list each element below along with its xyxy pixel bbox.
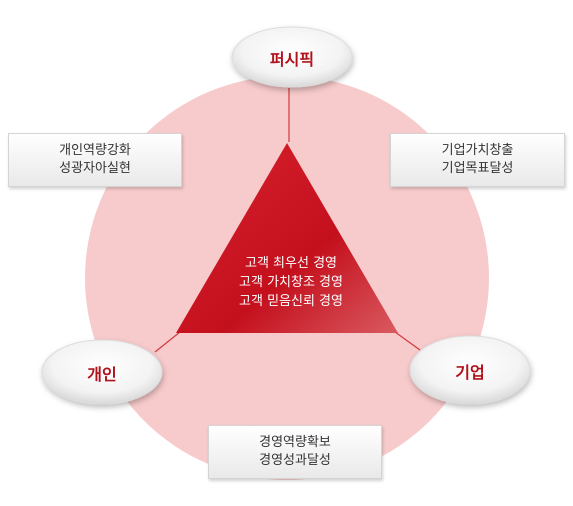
node-right-label: 기업 (455, 363, 485, 382)
box-top-left-line1: 개인역량강화 (59, 143, 131, 158)
box-bottom-line1: 경영역량확보 (259, 435, 331, 450)
box-top-right-line1: 기업가치창출 (441, 143, 514, 158)
connector-right (394, 331, 421, 351)
box-top-left-line2: 성광자아실현 (59, 161, 131, 176)
triangle-text: 고객 최우선 경영 고객 가치창조 경영 고객 믿음신뢰 경영 (216, 254, 366, 311)
box-top-right: 기업가치창출 기업목표달성 (390, 133, 565, 187)
triangle-line-2: 고객 가치창조 경영 (239, 275, 343, 290)
node-left-ellipse (41, 339, 163, 405)
connector-left (154, 331, 181, 353)
box-bottom: 경영역량확보 경영성과달성 (208, 425, 382, 479)
node-top-ellipse (231, 26, 353, 88)
triangle-line-3: 고객 믿음신뢰 경영 (239, 294, 343, 309)
node-top-label: 퍼시픽 (269, 50, 315, 69)
box-top-right-line2: 기업목표달성 (441, 161, 514, 176)
node-left-label: 개인 (87, 365, 117, 384)
node-right-ellipse (409, 335, 531, 405)
box-top-left: 개인역량강화 성광자아실현 (8, 133, 182, 187)
center-triangle (176, 143, 398, 333)
box-bottom-line2: 경영성과달성 (259, 453, 331, 468)
triangle-line-1: 고객 최우선 경영 (245, 256, 337, 271)
